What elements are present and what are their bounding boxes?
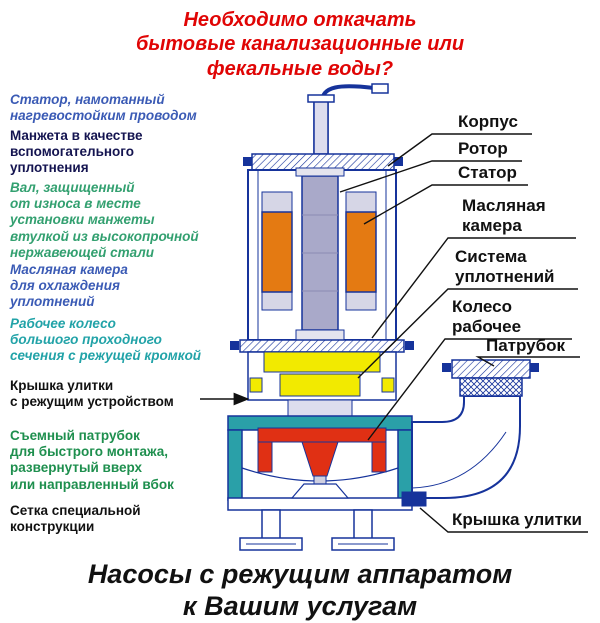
label-oil-chamber-cooling: Масляная камера для охлаждения уплотнени… bbox=[10, 262, 128, 310]
volute-casing bbox=[227, 415, 413, 511]
base-stand bbox=[239, 509, 395, 551]
volute-cover bbox=[401, 491, 427, 507]
stator-winding-left bbox=[261, 211, 293, 293]
stator-end-windings bbox=[261, 191, 377, 311]
label-rotor: Ротор bbox=[458, 139, 508, 158]
label-cutting-impeller: Рабочее колесо большого проходного сечен… bbox=[10, 316, 202, 364]
label-stator-winding: Статор, намотанный нагревостойким провод… bbox=[10, 92, 197, 124]
label-stator: Статор bbox=[458, 163, 517, 182]
label-volute-cover: Крышка улитки bbox=[452, 510, 582, 529]
label-special-strainer: Сетка специальной конструкции bbox=[10, 503, 141, 535]
leader-lines bbox=[339, 133, 588, 533]
label-auxiliary-seal: Манжета в качестве вспомогательного упло… bbox=[10, 128, 143, 176]
label-protected-shaft: Вал, защищенный от износа в месте устано… bbox=[10, 180, 199, 260]
stator-winding-right bbox=[345, 211, 377, 293]
impeller bbox=[257, 427, 387, 499]
page-title: Необходимо откачать бытовые канализацион… bbox=[135, 9, 465, 80]
label-volute-cover-cutter: Крышка улитки с режущим устройством bbox=[10, 378, 174, 410]
label-impeller: Колесо рабочее bbox=[452, 297, 522, 336]
cable-gland bbox=[307, 94, 335, 155]
footer-slogan: Насосы с режущим аппаратом к Вашим услуг… bbox=[87, 559, 513, 622]
label-removable-branch-pipe: Съемный патрубок для быстрого монтажа, р… bbox=[10, 428, 174, 492]
seal-housing bbox=[287, 399, 353, 417]
label-korpus: Корпус bbox=[458, 112, 518, 131]
label-branch-pipe: Патрубок bbox=[486, 336, 566, 355]
discharge-flange bbox=[442, 359, 539, 397]
label-oil-chamber: Масляная камера bbox=[462, 196, 546, 235]
label-seal-system: Система уплотнений bbox=[455, 247, 555, 286]
discharge-elbow bbox=[411, 395, 521, 499]
oil-chamber bbox=[247, 351, 397, 401]
rotor bbox=[301, 175, 339, 331]
